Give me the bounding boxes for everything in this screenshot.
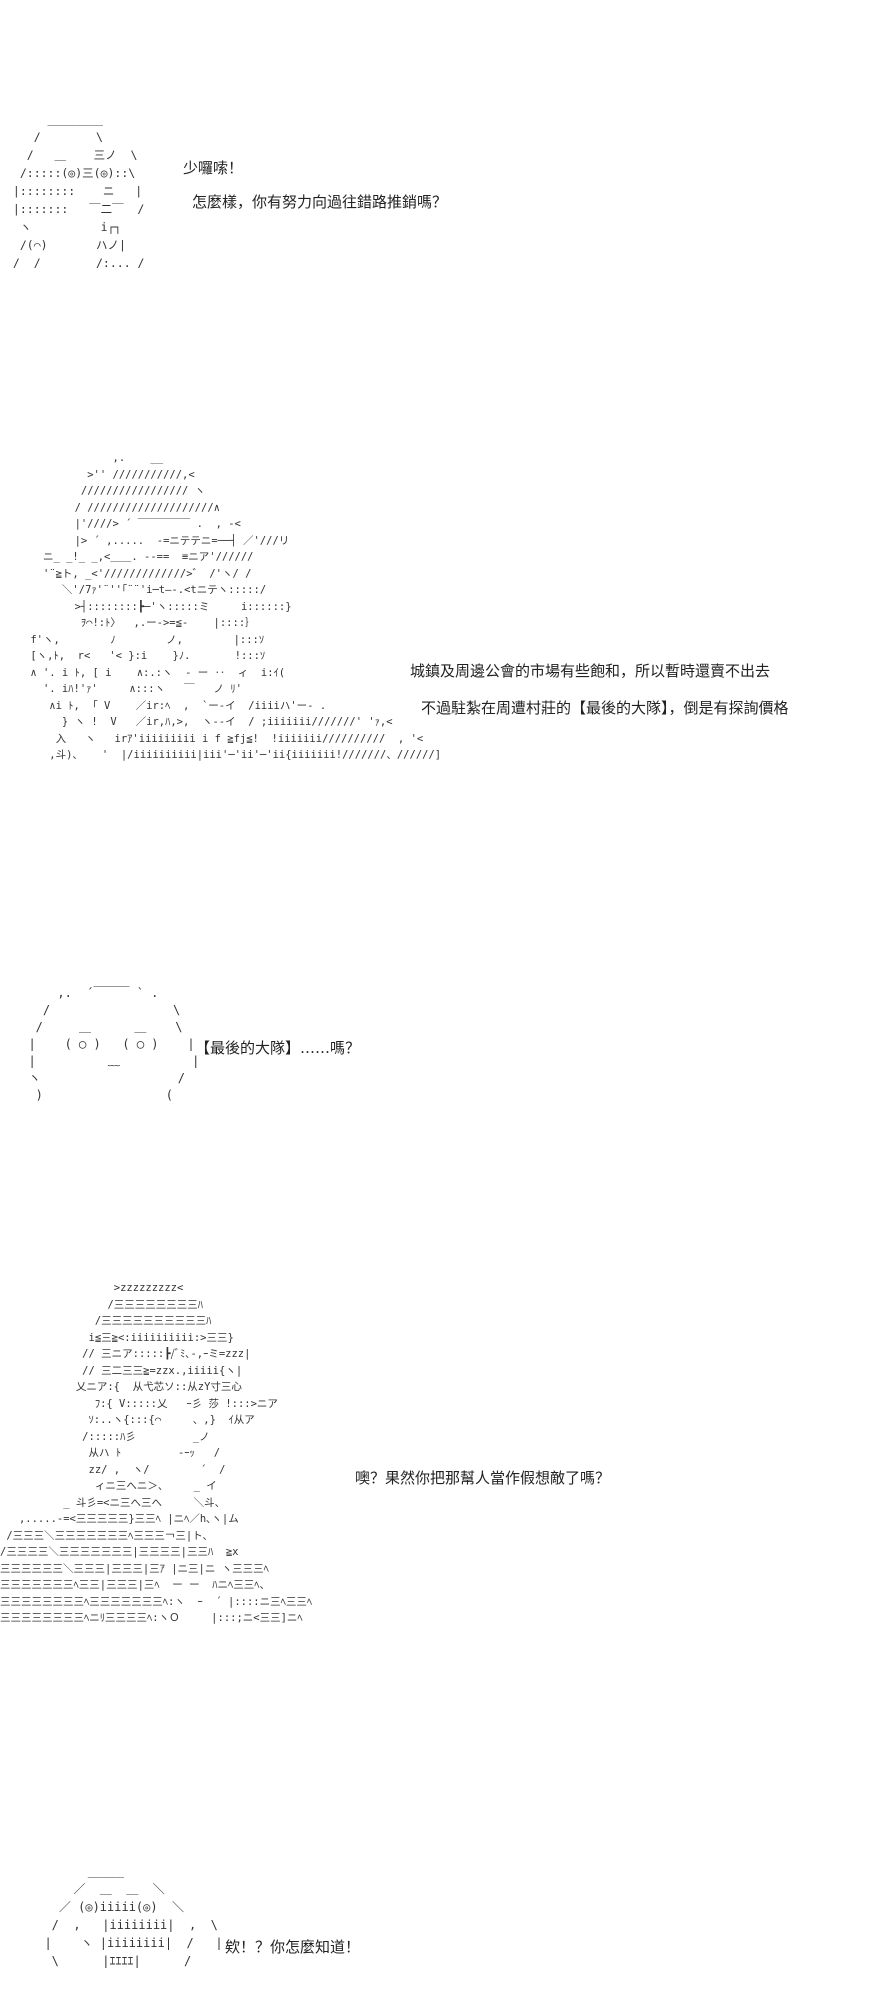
panel-3: ,. ´￣￣￣ ` . / \ / ＿ ＿ \ | ( ◯ ) ( ◯ ) | … (0, 985, 872, 1105)
ascii-art-5: _____ ／ ＿ ＿ ＼ ／ (◎)iiiii(◎) ＼ / , |iiiii… (44, 1864, 223, 1968)
ascii-art-3: ,. ´￣￣￣ ` . / \ / ＿ ＿ \ | ( ◯ ) ( ◯ ) | … (28, 986, 200, 1102)
dialogue-line-3: 【最後的大隊】……嗎？ (195, 1039, 361, 1057)
dialogue-line-1a: 少囉嗦！ (183, 159, 244, 177)
panel-5: _____ ／ ＿ ＿ ＼ ／ (◎)iiiii(◎) ＼ / , |iiiii… (0, 1862, 872, 1982)
dialogue-line-5: 欸！？你怎麼知道！ (225, 1938, 361, 1956)
dialogue-line-2b: 不過駐紮在周遭村莊的【最後的大隊】，倒是有探詢價格 (421, 699, 789, 717)
dialogue-line-2a: 城鎮及周邊公會的市場有些飽和，所以暫時還賣不出去 (410, 662, 771, 680)
dialogue-line-4: 噢？果然你把那幫人當作假想敵了嗎？ (355, 1469, 611, 1487)
ascii-art-2: ,. __ >'' ///////////,< ////////////////… (30, 452, 442, 761)
ascii-art-1: ________ / \ / ＿ 三ノ \ /:::::(◎)三(◎)::\ |… (12, 112, 145, 270)
ascii-art-4: >zzzzzzzzz< /三三三三三三三三ﾊ /三三三三三三三三三三ﾊ i≦三≧… (0, 1282, 313, 1624)
panel-2: ,. __ >'' ///////////,< ////////////////… (0, 450, 872, 790)
panel-1: ________ / \ / ＿ 三ノ \ /:::::(◎)三(◎)::\ |… (0, 110, 872, 280)
panel-4: >zzzzzzzzz< /三三三三三三三三ﾊ /三三三三三三三三三三ﾊ i≦三≧… (0, 1280, 872, 1650)
dialogue-line-1b: 怎麼樣，你有努力向過往錯路推銷嗎？ (192, 193, 448, 211)
